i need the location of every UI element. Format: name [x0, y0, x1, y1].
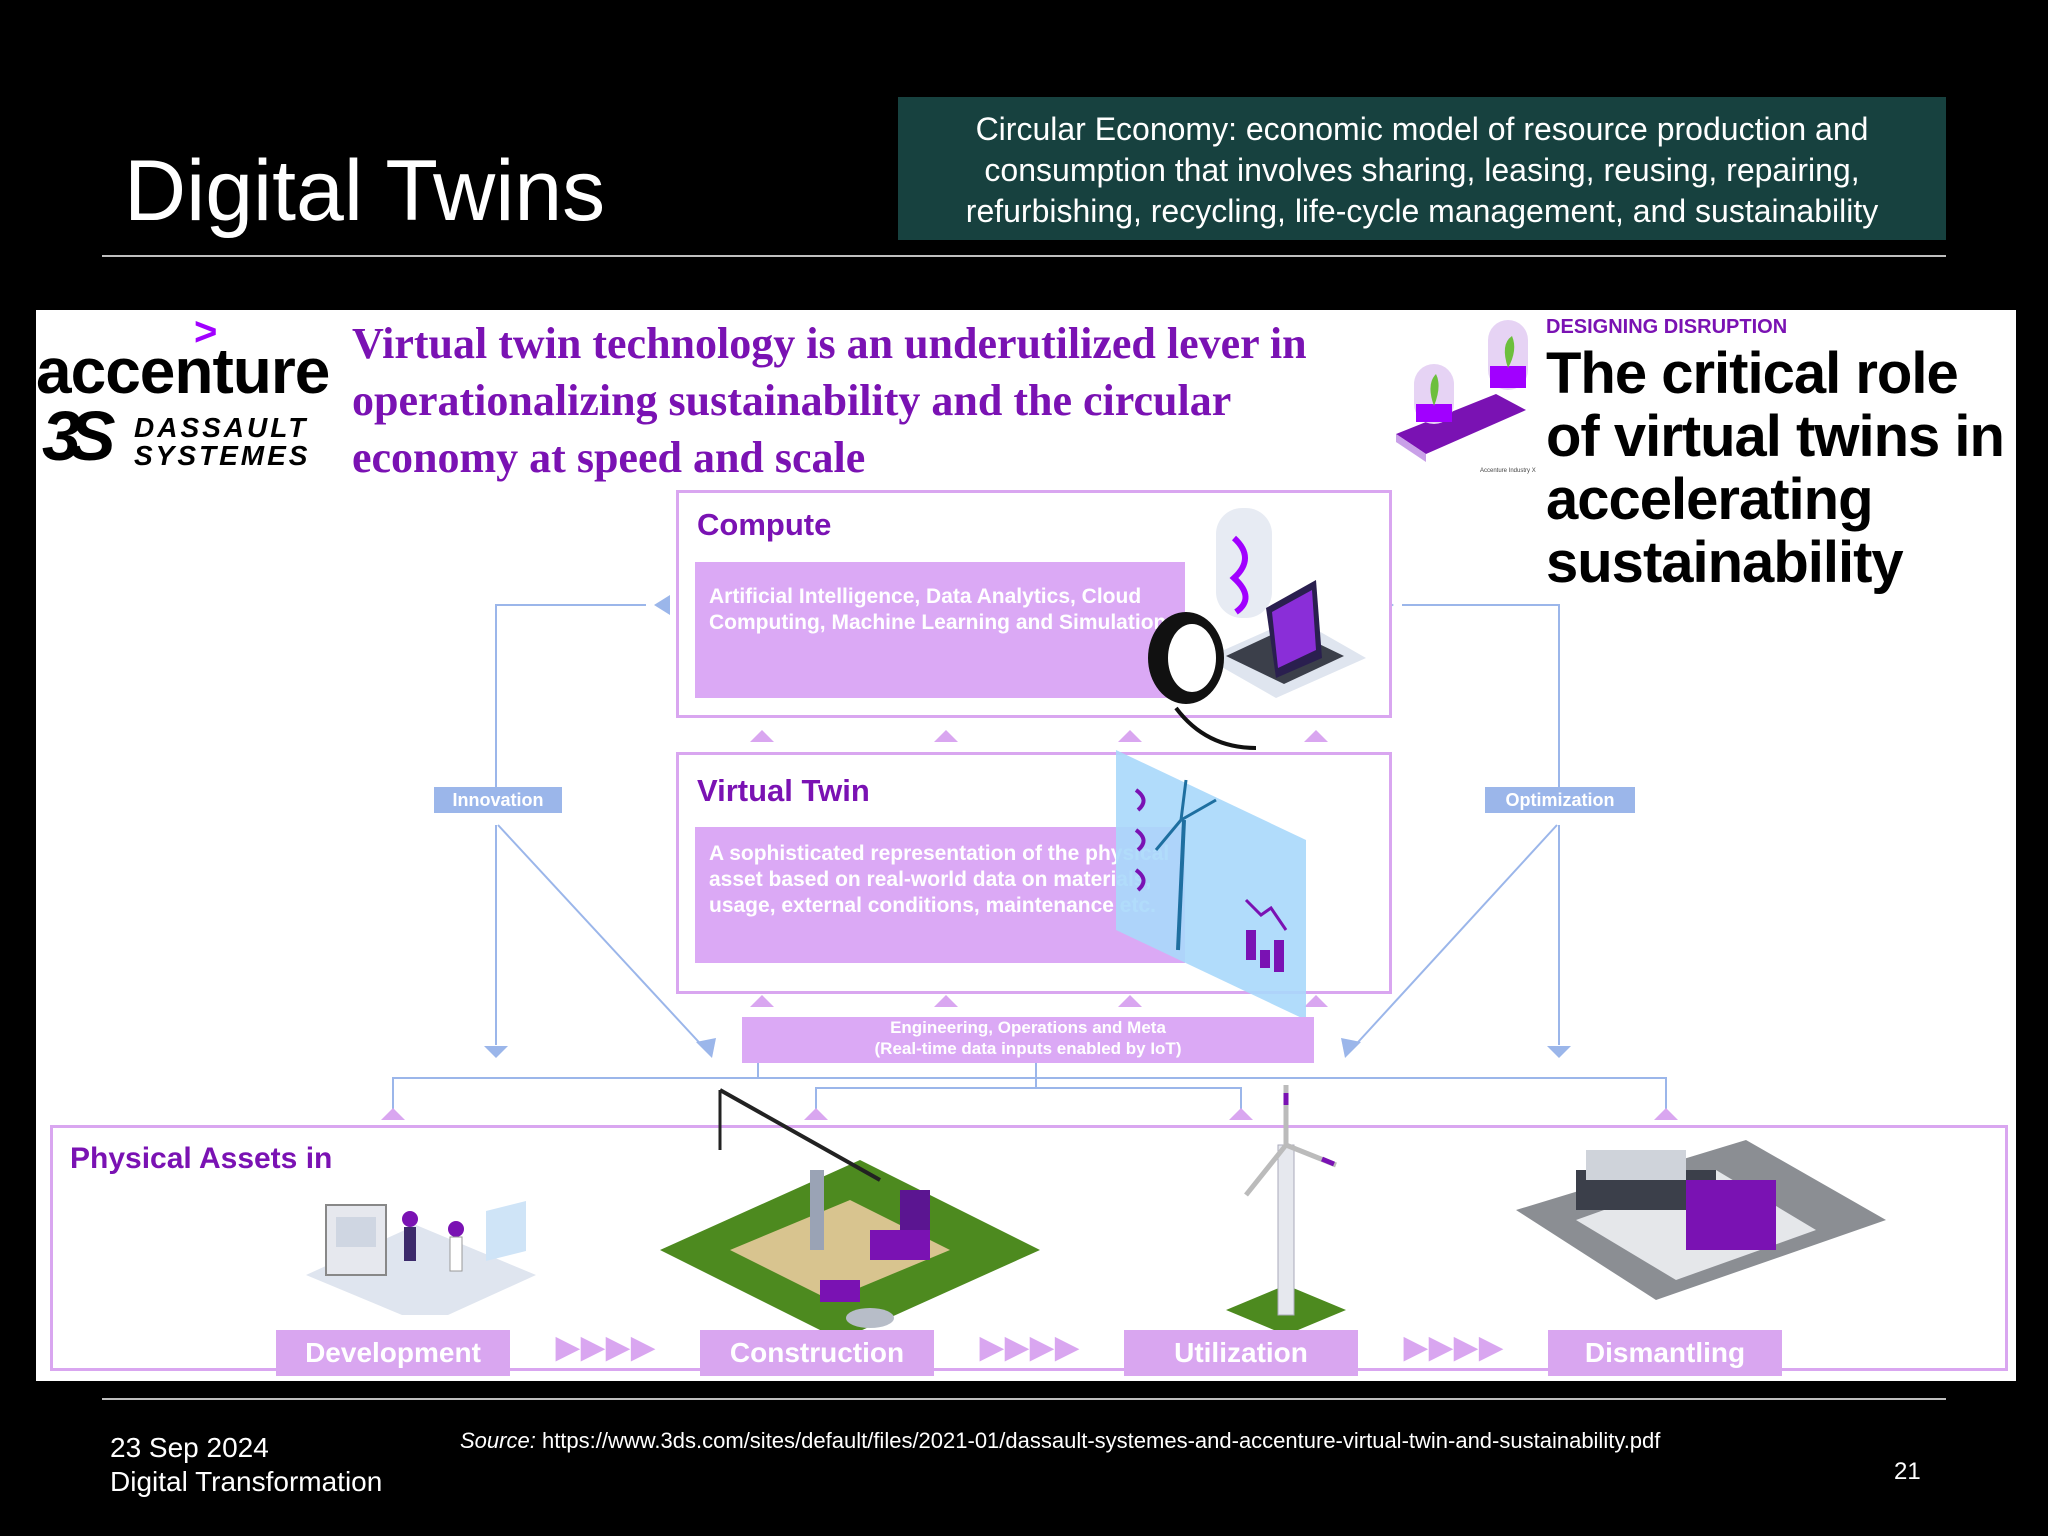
dassault-line-2: SYSTEMES [134, 440, 311, 471]
source-label: Source: [460, 1428, 536, 1453]
stage-dismantling: Dismantling [1548, 1330, 1782, 1376]
wind-turbine-icon [1226, 1085, 1346, 1335]
chevrons-1: ▶▶▶▶ [556, 1331, 657, 1364]
compute-description: Artificial Intelligence, Data Analytics,… [695, 562, 1185, 698]
slide-title: Digital Twins [124, 143, 606, 239]
figure-headline: Virtual twin technology is an underutili… [352, 319, 1307, 482]
dassault-logo-icon: 3S [42, 397, 116, 475]
source-url: https://www.3ds.com/sites/default/files/… [541, 1428, 1661, 1453]
report-credit: Accenture Industry X [1480, 468, 1536, 474]
virtual-twin-description: A sophisticated representation of the ph… [695, 827, 1185, 963]
footer-date-block: 23 Sep 2024 Digital Transformation [110, 1431, 382, 1499]
report-series-label: DESIGNING DISRUPTION [1546, 316, 1788, 338]
dassault-logo-text: DASSAULT SYSTEMES [134, 414, 310, 470]
page-number: 21 [1894, 1458, 1921, 1485]
source-citation: Source: https://www.3ds.com/sites/defaul… [460, 1428, 1660, 1454]
laptop-headset-icon [1148, 508, 1366, 750]
footer-date: 23 Sep 2024 [110, 1432, 269, 1463]
wind-turbine-screen-icon [1116, 750, 1306, 1020]
chevrons-2: ▶▶▶▶ [980, 1331, 1081, 1364]
sustainability-figure: > accenture 3S DASSAULT SYSTEMES Virtual… [36, 310, 2016, 1381]
lab-workers-icon [306, 1201, 536, 1315]
physical-assets-title: Physical Assets in [70, 1142, 333, 1175]
innovation-label: Innovation [434, 787, 562, 813]
chevrons-3: ▶▶▶▶ [1404, 1331, 1505, 1364]
construction-site-icon [660, 1088, 1040, 1340]
stage-development: Development [276, 1330, 510, 1376]
accenture-chevron-icon: > [194, 310, 218, 354]
dismantling-truck-icon [1516, 1140, 1886, 1300]
circular-economy-callout: Circular Economy: economic model of reso… [898, 97, 1946, 240]
optimization-label: Optimization [1485, 787, 1635, 813]
footer-course: Digital Transformation [110, 1466, 383, 1497]
engineering-line-1: Engineering, Operations and Meta [890, 1018, 1166, 1037]
stage-utilization: Utilization [1124, 1330, 1358, 1376]
stage-construction: Construction [700, 1330, 934, 1376]
footer-divider [102, 1398, 1946, 1400]
plant-scale-icon [1396, 320, 1528, 462]
compute-box: Compute Artificial Intelligence, Data An… [676, 490, 1392, 718]
report-title: The critical role of virtual twins in ac… [1546, 341, 2005, 595]
accenture-logo: accenture [36, 335, 330, 407]
virtual-twin-title: Virtual Twin [697, 773, 870, 808]
title-divider [102, 255, 1946, 257]
engineering-line-2: (Real-time data inputs enabled by IoT) [874, 1039, 1182, 1058]
dassault-line-1: DASSAULT [134, 412, 309, 443]
engineering-operations-bar: Engineering, Operations and Meta (Real-t… [742, 1017, 1314, 1063]
compute-title: Compute [697, 507, 832, 542]
